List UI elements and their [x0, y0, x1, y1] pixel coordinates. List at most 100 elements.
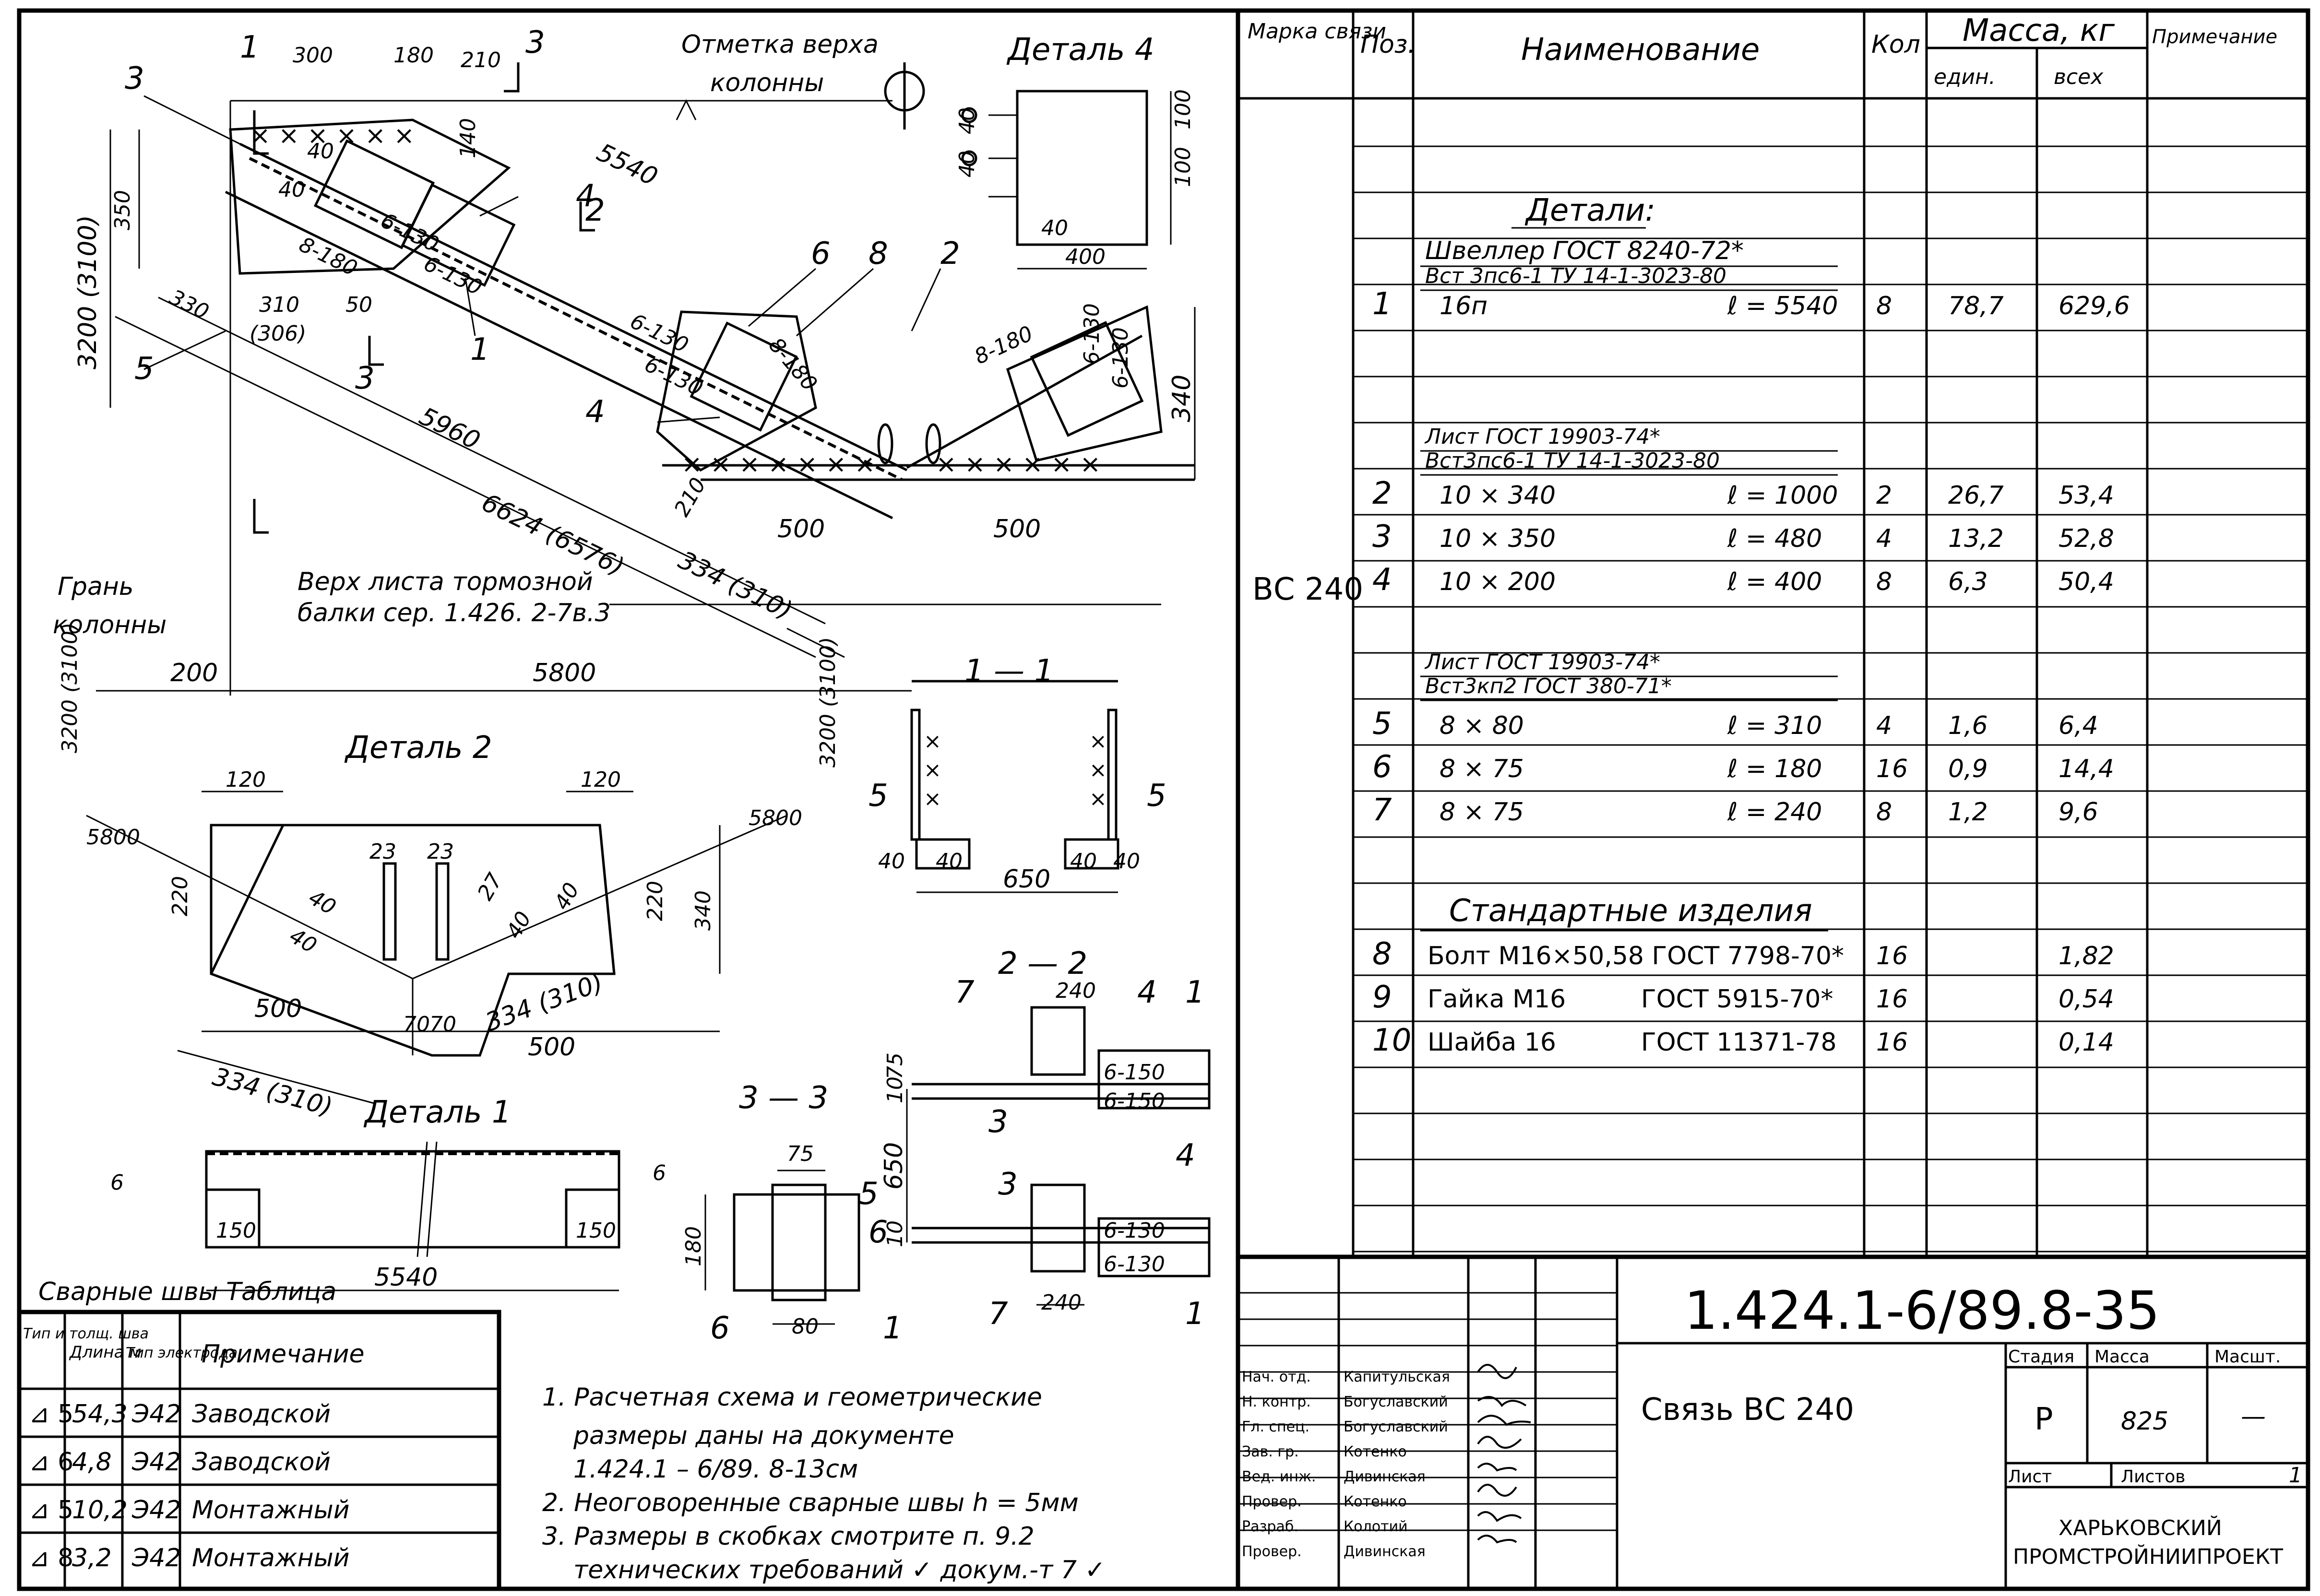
- tb-stage: Р: [2034, 1402, 2053, 1437]
- sec11-dim-650: 650: [1003, 865, 1050, 894]
- detail2-title: Деталь 2: [344, 730, 492, 766]
- spec-group2-a: Лист ГОСТ 19903-74*: [1424, 425, 1660, 449]
- det2-dim-27: 27: [473, 869, 507, 905]
- note-line-6: технических требований ✓ докум.-т 7 ✓: [573, 1556, 1106, 1584]
- spec-row-total-mass: 6,4: [2058, 711, 2098, 740]
- spec-row-unit-mass: 26,7: [1948, 481, 2004, 510]
- sec22-pos4a: 4: [1137, 975, 1157, 1010]
- dim-300: 300: [293, 43, 333, 68]
- drawing-code: 1.424.1-6/89.8-35: [1684, 1280, 2160, 1341]
- spec-row-name: 10 × 340: [1440, 481, 1556, 510]
- det2-dim-120b: 120: [581, 768, 621, 792]
- sec22-dim-10a: 10: [883, 1076, 907, 1103]
- dim-5960: 5960: [415, 402, 484, 456]
- spec-h-name: Наименование: [1521, 32, 1760, 68]
- det2-dim-40b: 40: [286, 923, 321, 958]
- dim-350: 350: [110, 190, 135, 230]
- sec22-dim-240b: 240: [1041, 1290, 1082, 1315]
- section-2-2: [906, 1006, 1211, 1306]
- svg-text:×: ×: [1089, 758, 1107, 782]
- spec-group1-a: Швеллер ГОСТ 8240-72*: [1425, 236, 1744, 265]
- spec-row-name: 8 × 75: [1440, 755, 1524, 783]
- sec22-dim-75: 75: [883, 1052, 907, 1079]
- det2-dim-334a: 334 (310): [210, 1063, 335, 1122]
- spec-h-mark: Марка связи: [1248, 19, 1386, 44]
- spec-row-length: ℓ = 1000: [1727, 481, 1838, 510]
- weld-table-text: Сварные швы Таблица Тип и толщ. шва Длин…: [23, 1277, 365, 1572]
- sec22-dim-650: 650: [880, 1142, 908, 1190]
- sec11-dim-40d: 40: [1113, 849, 1140, 874]
- dim-40a: 40: [307, 139, 334, 164]
- sec22-dim-10b: 10: [883, 1220, 907, 1247]
- section-3-3: [704, 1170, 860, 1325]
- det2-dim-40a: 40: [305, 885, 340, 920]
- dim-330: 330: [166, 285, 213, 325]
- weld-row-electrode: Э42: [131, 1448, 181, 1477]
- spec-details-title: Детали:: [1524, 193, 1655, 228]
- spec-h-unit: един.: [1934, 65, 1996, 89]
- spec-row-pos: 4: [1372, 562, 1392, 598]
- det2-dim-3200b: 3200 (3100): [816, 637, 840, 768]
- spec-h-pos: Поз.: [1360, 30, 1416, 59]
- sec22-pos1a: 1: [1185, 975, 1205, 1010]
- svg-text:×: ×: [1089, 729, 1107, 754]
- detail1-title: Деталь 1: [363, 1095, 512, 1130]
- weld-row-note: Заводской: [192, 1448, 331, 1477]
- sec33-dim-180: 180: [681, 1226, 706, 1266]
- weld-row-length: 54,3: [72, 1400, 128, 1429]
- spec-row-total-mass: 0,54: [2058, 985, 2114, 1014]
- tb-mass: 825: [2121, 1407, 2168, 1436]
- tb-org-2: ПРОМСТРОЙНИИПРОЕКТ: [2013, 1544, 2283, 1569]
- spec-row-length: ℓ = 310: [1727, 711, 1822, 740]
- detail-2: [86, 791, 787, 1104]
- spec-row-name: 10 × 350: [1440, 524, 1556, 553]
- detail-1: [205, 1141, 620, 1291]
- spec-row-qty: 16: [1876, 985, 1908, 1014]
- weld-row-length: 4,8: [72, 1448, 112, 1477]
- spec-group3-a: Лист ГОСТ 19903-74*: [1424, 650, 1660, 674]
- spec-row-standard: ГОСТ 5915-70*: [1641, 985, 1833, 1014]
- section-1-1-labels: 1 — 1 5 5 40 40 40 40 650: [869, 653, 1166, 894]
- weld-row-type: ⊿ 8: [29, 1544, 73, 1572]
- tb-role: Н. контр.: [1242, 1394, 1311, 1410]
- sec33-title: 3 — 3: [739, 1080, 828, 1116]
- tb-person: Дивинская: [1344, 1468, 1426, 1485]
- section-2-2-labels: 2 — 2 240 240 75 650 10 10 6-150 6-150 6…: [880, 946, 1205, 1332]
- sec22-dim-240a: 240: [1056, 979, 1096, 1003]
- sec22-dim-6150b: 6-150: [1104, 1089, 1165, 1113]
- plate-top-label: Верх листа тормозной: [297, 567, 593, 596]
- svg-text:×: ×: [924, 787, 941, 811]
- main-elevation-labels: Отметка верха колонны Деталь 4 Грань кол…: [53, 25, 1196, 687]
- dim-100b: 100: [1171, 147, 1195, 187]
- tb-role: Провер.: [1242, 1493, 1302, 1510]
- spec-row-pos: 10: [1372, 1023, 1411, 1058]
- title-block: [1238, 1254, 2308, 1589]
- tb-role: Гл. спец.: [1242, 1419, 1309, 1435]
- sec33-pos6b: 6: [710, 1311, 730, 1346]
- spec-row-name: 8 × 75: [1440, 798, 1524, 827]
- det2-dim-40d: 40: [549, 879, 584, 914]
- general-notes: 1. Расчетная схема и геометрические разм…: [542, 1383, 1106, 1584]
- spec-row-length: ℓ = 5540: [1727, 292, 1838, 320]
- note-line-2: размеры даны на документе: [573, 1421, 954, 1450]
- detail-1-labels: Деталь 1 6 6 150 150 5540: [110, 1095, 666, 1292]
- signatures: [1477, 1364, 1531, 1544]
- section-3-3-labels: 3 — 3 75 180 80 5 6 6 1: [681, 1080, 903, 1346]
- svg-text:×: ×: [924, 758, 941, 782]
- dim-100a: 100: [1171, 89, 1195, 130]
- spec-row-standard: ГОСТ 11371-78: [1641, 1028, 1837, 1057]
- svg-text:× × × × × ×: × × × × × ×: [250, 121, 415, 150]
- dim-500a: 500: [777, 515, 825, 544]
- spec-row-pos: 3: [1372, 519, 1392, 555]
- sec-2-mark: 1: [240, 30, 260, 65]
- spec-row-qty: 4: [1876, 524, 1892, 553]
- sec-3-mark-b: 3: [355, 361, 375, 396]
- dim-340: 340: [1167, 375, 1196, 422]
- weld-row-note: Монтажный: [192, 1496, 350, 1525]
- weld-table-title: Сварные швы Таблица: [38, 1277, 336, 1306]
- weld-row-electrode: Э42: [131, 1496, 181, 1525]
- spec-row-qty: 8: [1876, 798, 1892, 827]
- face-label: Грань: [58, 572, 134, 601]
- weld-row-type: ⊿ 5: [29, 1400, 73, 1429]
